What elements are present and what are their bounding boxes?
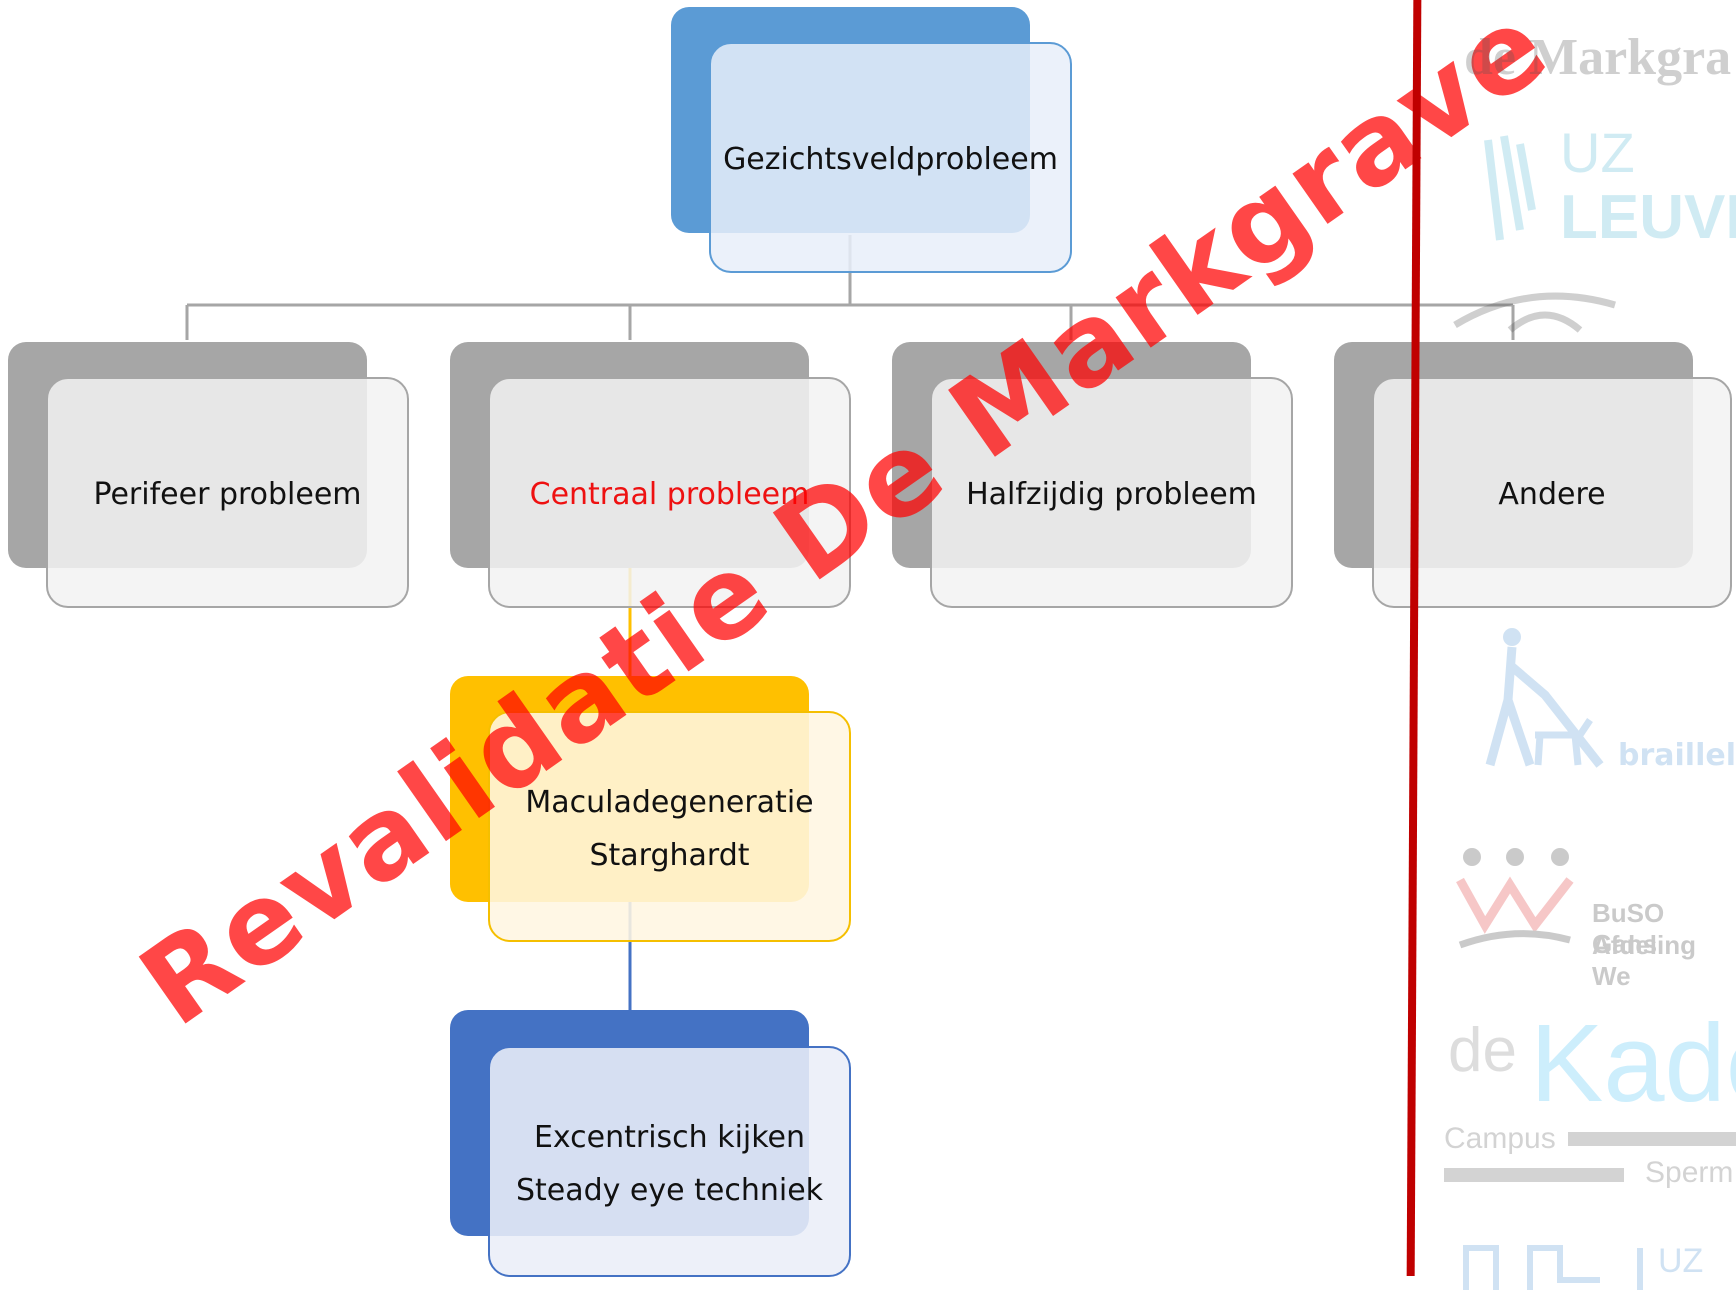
- braille-walker-icon: [1485, 628, 1604, 768]
- uz-bottom-text: UZ: [1658, 1242, 1704, 1280]
- halfzijdig-node: Halfzijdig probleem: [930, 377, 1293, 608]
- sperm-text: Sperm: [1645, 1156, 1734, 1189]
- macula-line2: Starghardt: [589, 837, 750, 873]
- root-node: Gezichtsveldprobleem: [709, 42, 1072, 273]
- markgrave-logo: de Markgra: [1464, 29, 1732, 86]
- centraal-node-label: Centraal probleem: [529, 477, 810, 512]
- buso-line2: Afdeling We: [1592, 930, 1696, 991]
- uz-leuven-logo-mark: [1484, 135, 1536, 241]
- macula-node: Maculadegeneratie Starghardt: [488, 711, 851, 942]
- centraal-node: Centraal probleem: [488, 377, 851, 608]
- sperm-bar: [1444, 1168, 1624, 1182]
- excentrisch-line1: Excentrisch kijken: [533, 1119, 806, 1155]
- buso-line1: BuSO Gans: [1592, 898, 1665, 959]
- brailleliga-text: brailleli: [1618, 738, 1736, 773]
- andere-node: Andere: [1372, 377, 1732, 608]
- campus-bar: [1568, 1132, 1736, 1146]
- dekade-kade: Kade: [1530, 1002, 1736, 1125]
- perifeer-node-label: Perifeer probleem: [93, 477, 362, 512]
- eye-logo-icon: [1453, 292, 1616, 333]
- halfzijdig-node-label: Halfzijdig probleem: [966, 477, 1257, 512]
- root-node-label: Gezichtsveldprobleem: [723, 142, 1058, 177]
- andere-node-label: Andere: [1498, 477, 1606, 512]
- partner-logos: de Markgra UZ LEUVE brailleli BuSO Gans …: [1440, 0, 1736, 1290]
- dekade-de: de: [1448, 1016, 1517, 1085]
- leuven-text: LEUVE: [1560, 183, 1736, 252]
- excentrisch-node: Excentrisch kijken Steady eye techniek: [488, 1046, 851, 1277]
- campus-text: Campus: [1444, 1122, 1556, 1155]
- buso-logo-icon: [1456, 848, 1574, 949]
- perifeer-node: Perifeer probleem: [46, 377, 409, 608]
- uz-text: UZ: [1560, 121, 1635, 184]
- macula-line1: Maculadegeneratie: [525, 784, 814, 820]
- excentrisch-line2: Steady eye techniek: [515, 1172, 824, 1208]
